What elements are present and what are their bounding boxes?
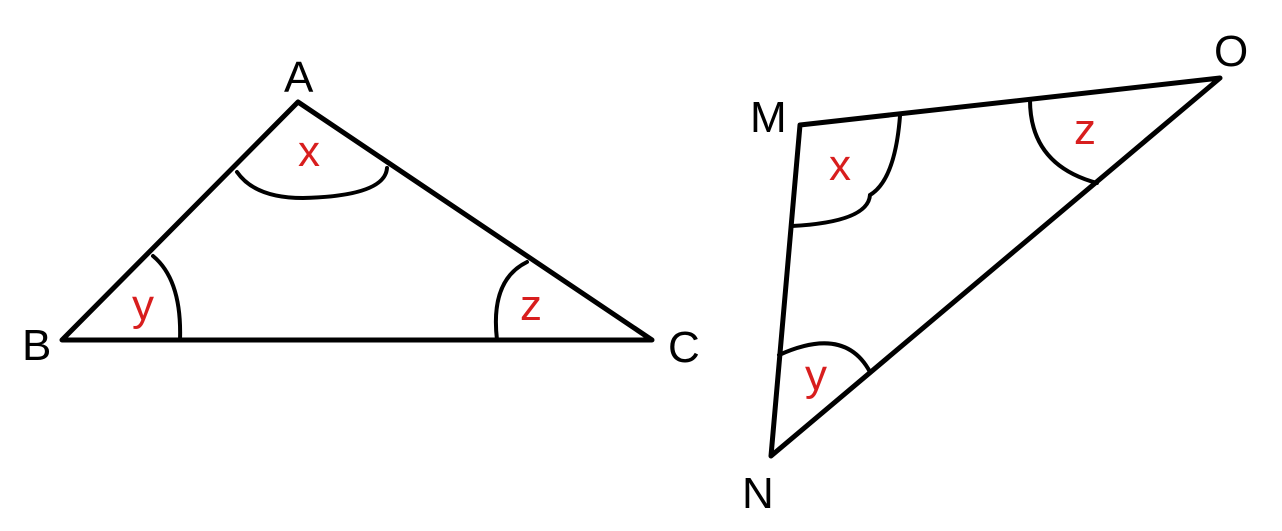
angle-arc-b xyxy=(151,254,183,342)
vertex-label-a: A xyxy=(284,53,314,102)
angle-arc-m xyxy=(790,114,902,228)
triangle-abc-edges xyxy=(59,99,655,343)
triangle-abc: A B C x y z xyxy=(22,53,700,372)
triangle-mno: M O N x z y xyxy=(742,27,1248,518)
angle-label-c: z xyxy=(520,281,542,330)
angle-label-n: y xyxy=(805,351,827,400)
vertex-label-m: M xyxy=(750,93,787,142)
angle-label-b: y xyxy=(132,281,154,330)
angle-arc-a xyxy=(235,166,389,201)
triangle-mno-edges xyxy=(768,75,1223,459)
angle-label-a: x xyxy=(298,127,320,176)
vertex-label-c: C xyxy=(668,323,700,372)
vertex-label-n: N xyxy=(742,469,774,518)
angle-arc-o xyxy=(1028,98,1099,185)
angle-label-o: z xyxy=(1074,105,1096,154)
angle-arc-c xyxy=(493,260,529,342)
vertex-label-o: O xyxy=(1214,27,1248,76)
vertex-label-b: B xyxy=(22,321,51,370)
angle-label-m: x xyxy=(829,141,851,190)
angle-arc-n xyxy=(777,341,872,374)
